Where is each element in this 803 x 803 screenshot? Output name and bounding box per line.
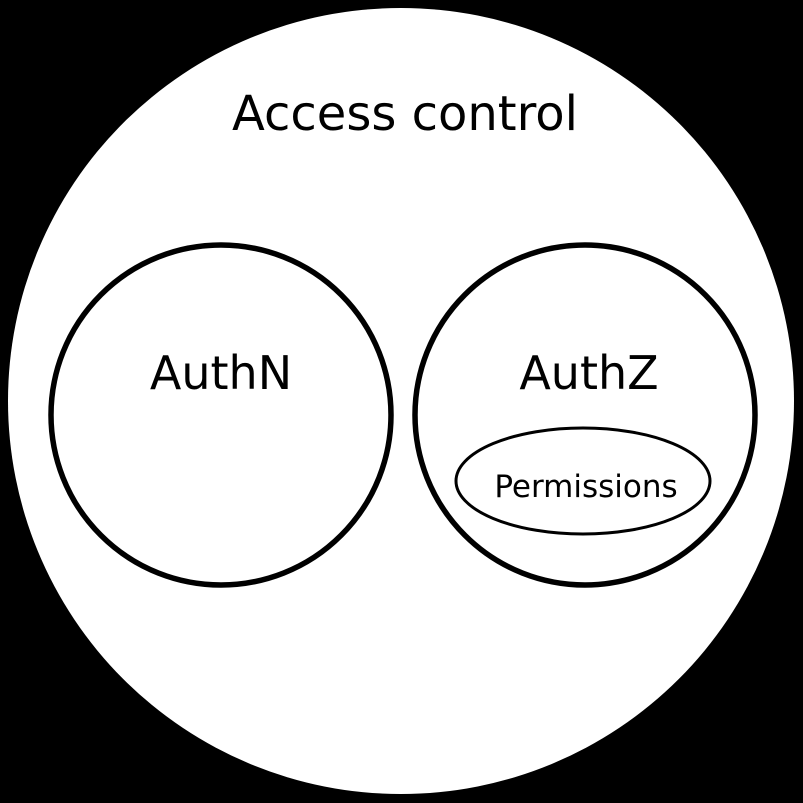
set-label-access-control: Access control [232,86,578,142]
set-label-permissions: Permissions [494,469,677,505]
set-circle-access-control[interactable] [8,8,794,794]
set-label-authn: AuthN [150,346,292,400]
set-ellipse-permissions[interactable] [454,426,712,536]
set-label-authz: AuthZ [519,346,658,400]
set-circle-authn[interactable] [48,242,394,588]
